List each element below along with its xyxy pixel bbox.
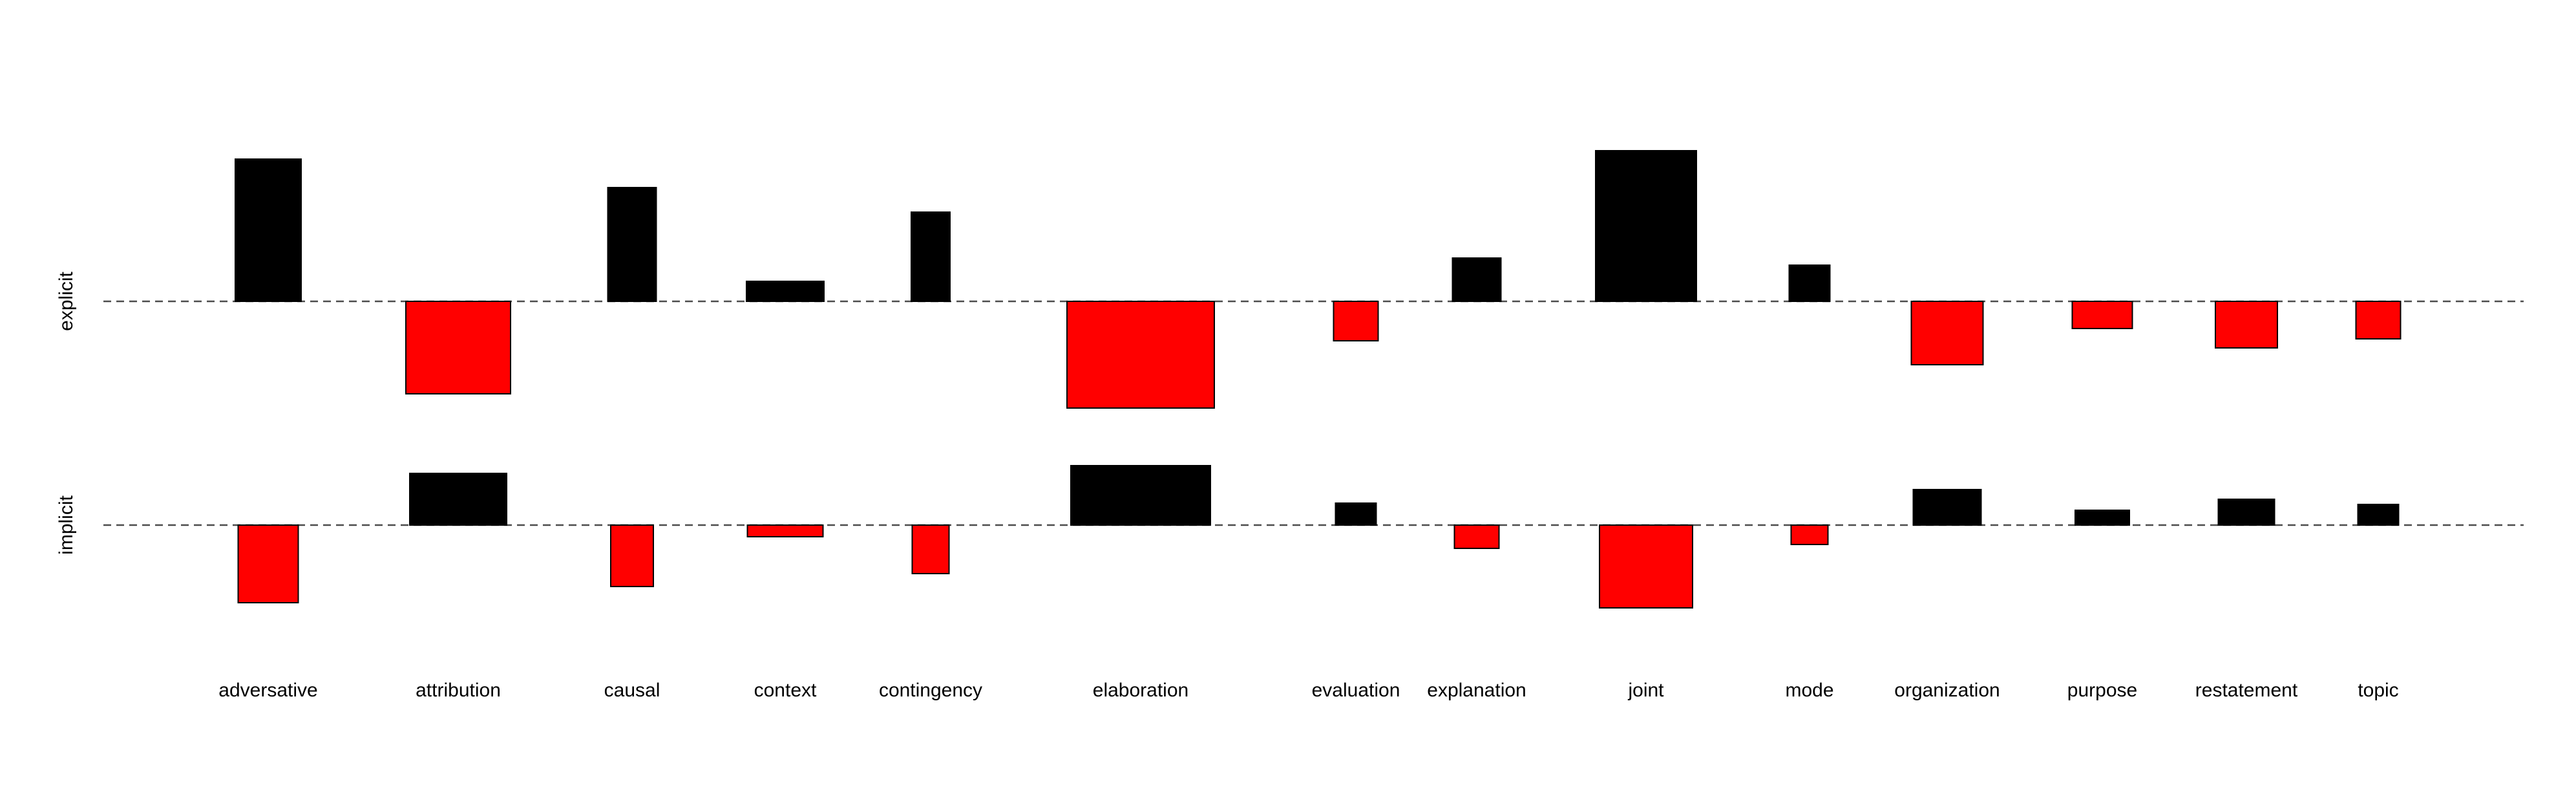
- category-label-attribution: attribution: [416, 680, 501, 701]
- bar-implicit-topic: [2357, 504, 2400, 526]
- bar-implicit-explanation: [1453, 524, 1500, 549]
- row-label-explicit: explicit: [56, 271, 77, 330]
- bar-explicit-restatement: [2215, 301, 2278, 349]
- category-label-evaluation: evaluation: [1312, 680, 1400, 701]
- bar-implicit-contingency: [911, 524, 950, 574]
- category-label-causal: causal: [604, 680, 660, 701]
- bar-implicit-adversative: [237, 524, 299, 603]
- category-label-mode: mode: [1785, 680, 1833, 701]
- bar-explicit-evaluation: [1333, 301, 1379, 341]
- bar-implicit-mode: [1790, 524, 1829, 545]
- bars-layer: [235, 150, 2402, 609]
- category-label-purpose: purpose: [2067, 680, 2137, 701]
- category-labels: adversative attribution causal context conti…: [218, 680, 2398, 701]
- bar-implicit-evaluation: [1335, 502, 1377, 526]
- category-label-restatement: restatement: [2195, 680, 2298, 701]
- category-label-contingency: contingency: [879, 680, 982, 701]
- bar-implicit-attribution: [409, 473, 507, 526]
- category-label-adversative: adversative: [218, 680, 317, 701]
- category-label-explanation: explanation: [1427, 680, 1526, 701]
- bar-explicit-purpose: [2071, 301, 2133, 329]
- bar-explicit-causal: [607, 187, 657, 302]
- bar-explicit-organization: [1910, 301, 1984, 365]
- category-label-context: context: [754, 680, 817, 701]
- bar-explicit-explanation: [1452, 257, 1502, 302]
- bar-explicit-attribution: [405, 301, 511, 394]
- bar-implicit-elaboration: [1070, 465, 1211, 526]
- category-label-elaboration: elaboration: [1093, 680, 1188, 701]
- bar-explicit-contingency: [911, 211, 951, 302]
- bar-implicit-purpose: [2075, 510, 2130, 526]
- bar-implicit-context: [746, 524, 824, 537]
- bar-implicit-causal: [610, 524, 654, 587]
- bar-explicit-adversative: [235, 158, 302, 302]
- category-label-joint: joint: [1627, 680, 1664, 701]
- bar-explicit-topic: [2355, 301, 2402, 340]
- row-label-implicit: implicit: [56, 495, 77, 555]
- bar-implicit-joint: [1599, 524, 1693, 609]
- bar-implicit-organization: [1912, 489, 1982, 526]
- bar-explicit-mode: [1788, 264, 1831, 302]
- bar-explicit-joint: [1595, 150, 1697, 302]
- category-label-topic: topic: [2358, 680, 2398, 701]
- bar-explicit-elaboration: [1066, 301, 1215, 409]
- category-label-organization: organization: [1894, 680, 2000, 701]
- bar-explicit-context: [746, 281, 825, 302]
- bar-implicit-restatement: [2217, 499, 2275, 526]
